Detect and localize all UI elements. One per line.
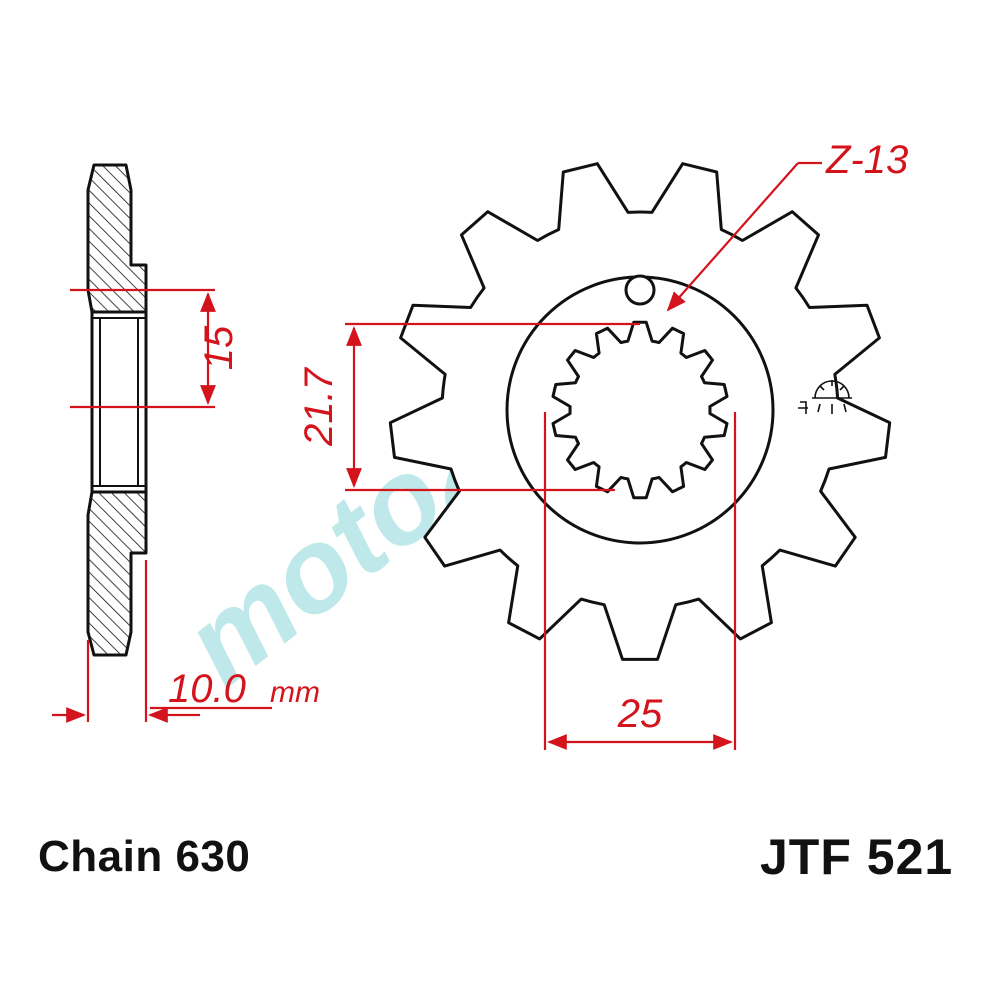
side-view-upper-section bbox=[86, 163, 148, 314]
thickness-label: 10.0 bbox=[168, 667, 246, 711]
thickness-unit-label: mm bbox=[270, 676, 320, 709]
bore-width-label: 25 bbox=[617, 692, 663, 736]
manufacturer-mark bbox=[798, 380, 852, 414]
dimension-lines bbox=[52, 161, 822, 750]
chain-size-label: Chain 630 bbox=[38, 832, 251, 881]
hub-width-label: 15 bbox=[197, 325, 241, 370]
part-number-label: JTF 521 bbox=[760, 829, 954, 885]
side-view-lower-section bbox=[86, 490, 148, 657]
spline-diameter-label: 21.7 bbox=[297, 366, 341, 447]
sprocket-side-view bbox=[86, 163, 148, 657]
mounting-hole bbox=[624, 274, 656, 306]
tooth-count-label: Z-13 bbox=[825, 138, 908, 182]
spline-bore-outline bbox=[551, 320, 729, 500]
sprocket-front-view bbox=[388, 162, 892, 661]
